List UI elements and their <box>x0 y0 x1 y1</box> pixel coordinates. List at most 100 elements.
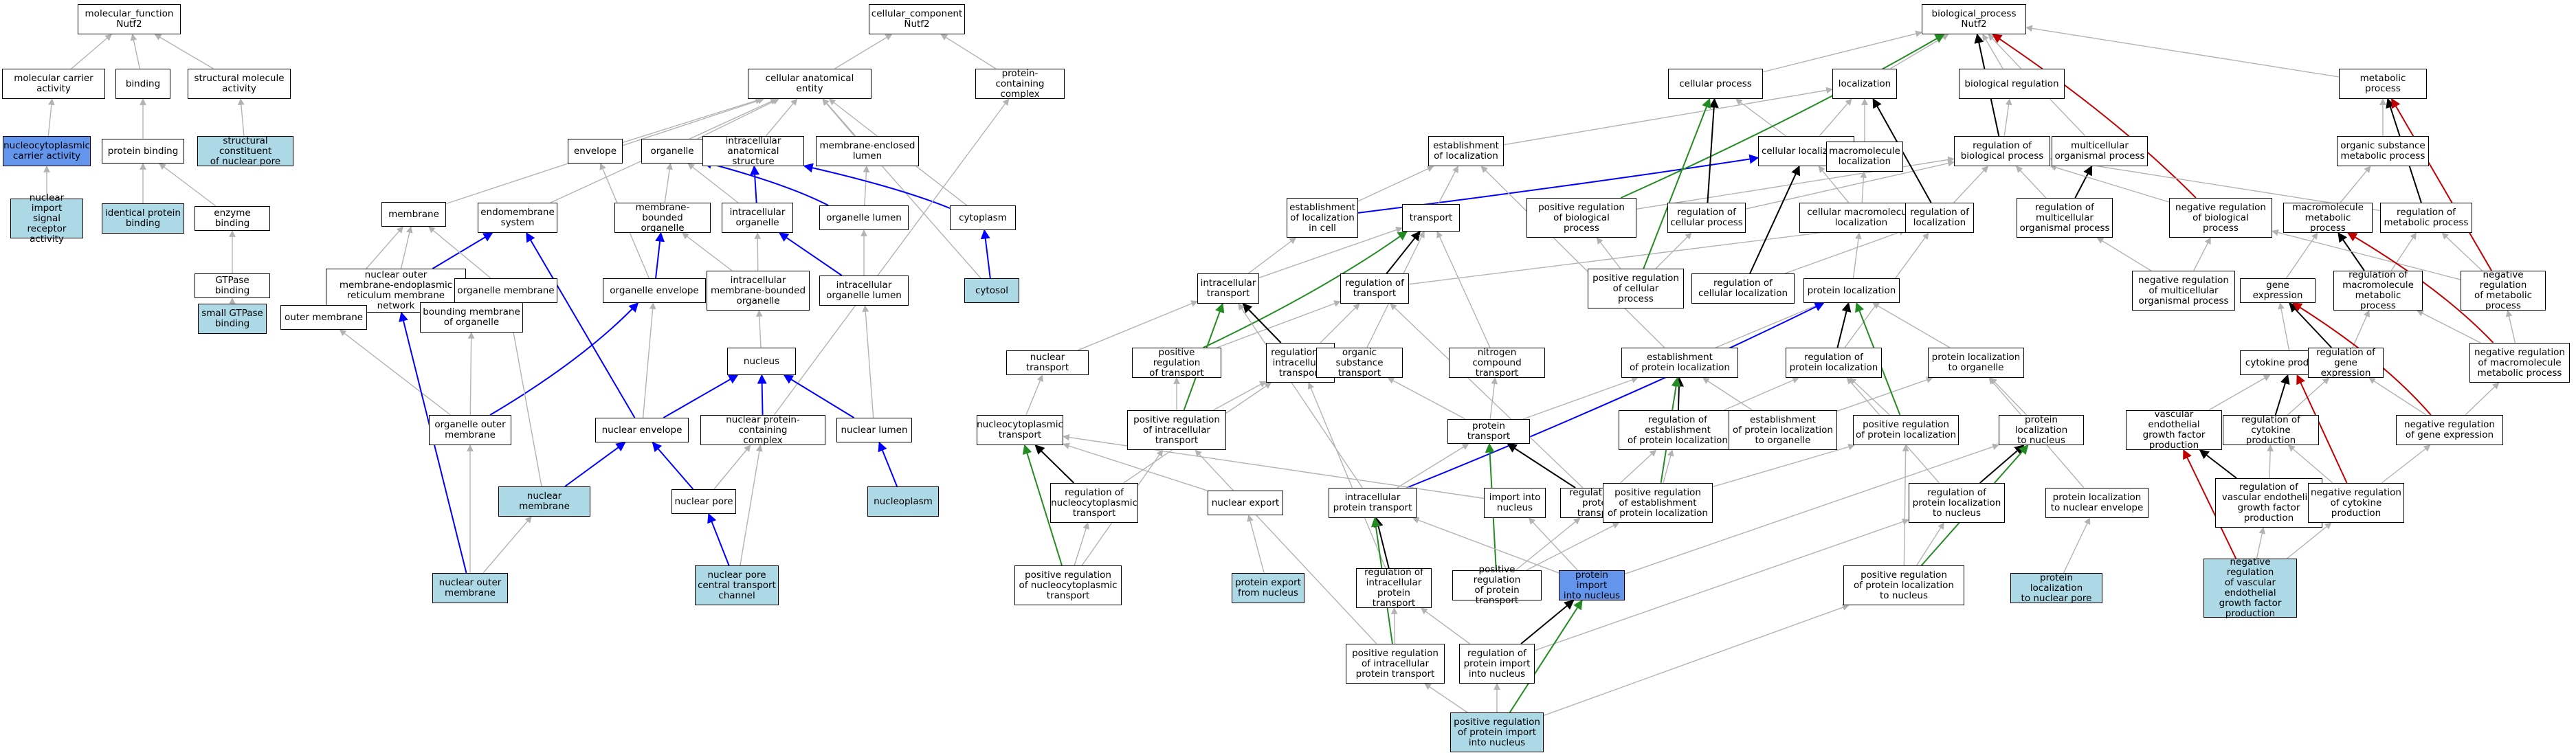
go-term-node[interactable]: intracellular transport <box>1197 273 1259 304</box>
go-term-node[interactable]: positive regulation of protein import in… <box>1450 712 1544 752</box>
go-term-node[interactable]: regulation of establishment of protein l… <box>1619 410 1737 450</box>
go-term-node[interactable]: negative regulation of cytokine producti… <box>2308 483 2404 523</box>
go-term-node[interactable]: cellular anatomical entity <box>748 69 871 99</box>
go-term-node[interactable]: nuclear lumen <box>836 418 912 442</box>
go-term-node[interactable]: establishment of protein localization <box>1621 348 1738 378</box>
go-term-node[interactable]: organelle <box>641 139 703 164</box>
go-term-node[interactable]: multicellular organismal process <box>2052 136 2148 166</box>
go-term-node[interactable]: positive regulation of intracellular tra… <box>1127 410 1226 450</box>
go-term-node[interactable]: cytosol <box>964 278 1019 303</box>
go-term-node[interactable]: regulation of cellular process <box>1667 203 1746 233</box>
go-term-node[interactable]: positive regulation of biological proces… <box>1526 198 1636 238</box>
go-term-node[interactable]: macromolecule localization <box>1826 142 1903 172</box>
go-term-node[interactable]: small GTPase binding <box>198 304 267 334</box>
go-term-node[interactable]: regulation of gene expression <box>2308 347 2384 378</box>
go-term-node[interactable]: nuclear export <box>1208 491 1283 515</box>
go-term-node[interactable]: vascular endothelial growth factor produ… <box>2126 409 2222 451</box>
go-term-node[interactable]: positive regulation of protein localizat… <box>1843 565 1964 605</box>
go-term-node[interactable]: establishment of localization <box>1428 136 1504 166</box>
go-term-node[interactable]: regulation of vascular endothelial growt… <box>2215 478 2322 528</box>
go-term-node[interactable]: structural molecule activity <box>188 69 291 99</box>
go-term-node[interactable]: negative regulation of gene expression <box>2396 415 2503 445</box>
go-term-node[interactable]: regulation of protein localization to nu… <box>1909 483 2005 523</box>
go-term-node[interactable]: organic substance transport <box>1316 347 1403 378</box>
go-term-node[interactable]: organelle outer membrane <box>429 415 511 445</box>
go-term-node[interactable]: positive regulation of establishment of … <box>1603 483 1713 523</box>
go-term-node[interactable]: regulation of metabolic process <box>2380 203 2472 233</box>
go-term-node[interactable]: metabolic process <box>2339 69 2427 99</box>
go-term-node[interactable]: membrane <box>381 202 446 227</box>
go-term-node[interactable]: nuclear membrane <box>498 486 590 517</box>
go-term-node[interactable]: nuclear envelope <box>595 418 689 442</box>
go-term-node[interactable]: molecular carrier activity <box>2 69 105 99</box>
go-term-node[interactable]: cellular macromolecule localization <box>1799 203 1923 233</box>
go-term-node[interactable]: positive regulation of transport <box>1132 347 1221 378</box>
go-term-node[interactable]: nucleocytoplasmic carrier activity <box>3 136 91 166</box>
go-term-node[interactable]: intracellular anatomical structure <box>702 135 804 166</box>
go-term-node[interactable]: establishment of localization in cell <box>1287 198 1358 238</box>
go-term-node[interactable]: protein import into nucleus <box>1559 570 1625 600</box>
go-term-node[interactable]: biological_process Nutf2 <box>1922 4 2026 34</box>
go-term-node[interactable]: regulation of multicellular organismal p… <box>2017 198 2113 238</box>
go-term-node[interactable]: nuclear outer membrane <box>432 573 508 603</box>
go-term-node[interactable]: import into nucleus <box>1484 488 1546 518</box>
go-term-node[interactable]: regulation of cellular localization <box>1691 273 1795 304</box>
go-term-node[interactable]: nuclear protein-containing complex <box>700 414 825 445</box>
go-term-node[interactable]: regulation of cytokine production <box>2223 414 2319 445</box>
go-term-node[interactable]: regulation of nucleocytoplasmic transpor… <box>1050 483 1138 523</box>
go-term-node[interactable]: regulation of localization <box>1905 203 1974 233</box>
go-term-node[interactable]: nuclear pore central transport channel <box>695 565 779 605</box>
go-term-node[interactable]: protein localization to organelle <box>1928 348 2024 378</box>
go-term-node[interactable]: nucleus <box>727 348 796 375</box>
go-term-node[interactable]: intracellular protein transport <box>1329 488 1417 518</box>
go-term-node[interactable]: positive regulation of protein localizat… <box>1853 415 1959 445</box>
go-term-node[interactable]: localization <box>1832 69 1897 99</box>
go-term-node[interactable]: nucleocytoplasmic transport <box>977 415 1063 445</box>
go-term-node[interactable]: nitrogen compound transport <box>1449 347 1545 378</box>
go-term-node[interactable]: negative regulation of macromolecule met… <box>2469 343 2570 383</box>
go-term-node[interactable]: regulation of biological process <box>1954 136 2050 166</box>
go-term-node[interactable]: transport <box>1402 204 1460 232</box>
go-term-node[interactable]: regulation of macromolecule metabolic pr… <box>2333 270 2423 311</box>
go-term-node[interactable]: cellular process <box>1668 69 1763 99</box>
go-term-node[interactable]: molecular_function Nutf2 <box>78 4 181 34</box>
go-term-node[interactable]: cytoplasm <box>950 205 1016 230</box>
go-term-node[interactable]: macromolecule metabolic process <box>2283 202 2373 233</box>
go-term-node[interactable]: negative regulation of multicellular org… <box>2132 271 2235 311</box>
go-term-node[interactable]: positive regulation of nucleocytoplasmic… <box>1014 565 1122 605</box>
go-term-node[interactable]: intracellular membrane-bounded organelle <box>707 271 810 311</box>
go-term-node[interactable]: nuclear transport <box>1006 350 1089 375</box>
go-term-node[interactable]: intracellular organelle lumen <box>819 276 909 306</box>
go-term-node[interactable]: membrane-enclosed lumen <box>816 136 919 166</box>
go-term-node[interactable]: endomembrane system <box>478 203 557 233</box>
go-term-node[interactable]: intracellular organelle <box>722 203 793 233</box>
go-term-node[interactable]: establishment of protein localization to… <box>1729 410 1837 450</box>
go-term-node[interactable]: outer membrane <box>280 305 367 330</box>
go-term-node[interactable]: regulation of protein localization <box>1786 348 1882 378</box>
go-term-node[interactable]: cellular_component Nutf2 <box>869 4 965 34</box>
go-term-node[interactable]: protein transport <box>1447 419 1530 444</box>
go-term-node[interactable]: gene expression <box>2240 278 2316 303</box>
go-term-node[interactable]: biological regulation <box>1959 69 2065 99</box>
go-term-node[interactable]: GTPase binding <box>195 273 270 298</box>
go-term-node[interactable]: nuclear pore <box>671 489 736 514</box>
go-term-node[interactable]: bounding membrane of organelle <box>420 302 523 333</box>
go-term-node[interactable]: positive regulation of cellular process <box>1588 269 1684 308</box>
go-term-node[interactable]: identical protein binding <box>102 203 184 234</box>
go-term-node[interactable]: enzyme binding <box>195 206 270 231</box>
go-term-node[interactable]: organelle envelope <box>603 278 706 303</box>
go-term-node[interactable]: positive regulation of intracellular pro… <box>1346 644 1445 684</box>
go-term-node[interactable]: nuclear import signal receptor activity <box>10 192 83 244</box>
go-term-node[interactable]: protein localization to nuclear envelope <box>2045 488 2148 518</box>
go-term-node[interactable]: protein localization to nuclear pore <box>2010 572 2102 603</box>
go-term-node[interactable]: positive regulation of protein transport <box>1452 565 1542 606</box>
go-term-node[interactable]: protein localization to nucleus <box>1999 414 2084 445</box>
go-term-node[interactable]: membrane-bounded organelle <box>614 202 711 233</box>
go-term-node[interactable]: structural constituent of nuclear pore <box>197 135 293 166</box>
go-term-node[interactable]: protein binding <box>102 139 184 164</box>
go-term-node[interactable]: organic substance metabolic process <box>2337 136 2429 166</box>
go-term-node[interactable]: organelle membrane <box>454 278 557 303</box>
go-term-node[interactable]: binding <box>115 69 170 99</box>
go-term-node[interactable]: protein-containing complex <box>975 68 1065 99</box>
go-term-node[interactable]: negative regulation of biological proces… <box>2169 198 2272 238</box>
